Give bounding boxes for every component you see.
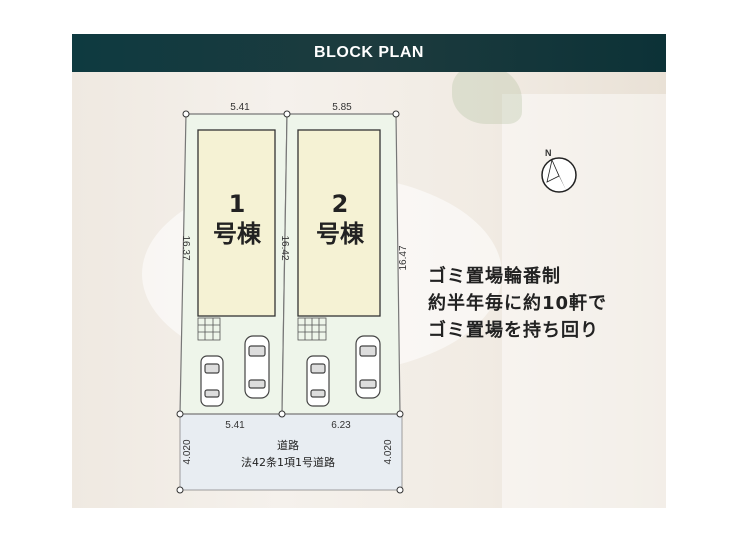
note-line-2: 約半年毎に約10軒で	[428, 293, 608, 314]
road-type-label: 法42条1項1号道路	[241, 455, 335, 469]
dim-lot-divider: 16.42	[279, 235, 290, 260]
dim-road-right: 4.020	[383, 439, 394, 464]
car-icon	[355, 335, 381, 399]
lot-1-building	[197, 129, 276, 317]
compass-icon: N	[541, 148, 577, 193]
lot-1-label: 号棟	[213, 220, 262, 248]
garbage-note: ゴミ置場輪番制 約半年毎に約10軒で ゴミ置場を持ち回り	[428, 263, 607, 344]
lot-2-number: 2	[332, 190, 349, 218]
lot-1-deck-pattern	[197, 317, 221, 341]
dim-lot1-bottom: 5.41	[225, 420, 245, 431]
note-line-1: ゴミ置場輪番制	[428, 266, 561, 287]
dim-lot1-top: 5.41	[230, 102, 250, 113]
lot-1-number: 1	[229, 190, 246, 218]
note-line-3: ゴミ置場を持ち回り	[428, 320, 599, 341]
lot-2-deck-pattern	[297, 317, 327, 341]
dim-road-left: 4.020	[182, 439, 193, 464]
lot-2-building	[297, 129, 381, 317]
road-label: 道路	[277, 438, 299, 452]
car-icon	[244, 335, 270, 399]
dim-lot1-left: 16.37	[180, 235, 191, 260]
dim-lot2-right: 16.47	[398, 245, 409, 270]
lot-2-label: 号棟	[316, 220, 365, 248]
car-icon	[200, 355, 224, 407]
title-text: BLOCK PLAN	[314, 44, 424, 61]
dim-lot2-bottom: 6.23	[331, 420, 351, 431]
dim-lot2-top: 5.85	[332, 102, 352, 113]
car-icon	[306, 355, 330, 407]
page-title: BLOCK PLAN	[72, 34, 666, 72]
boundary-markers	[176, 110, 404, 494]
compass-north-label: N	[545, 148, 552, 158]
road-area	[179, 413, 403, 491]
